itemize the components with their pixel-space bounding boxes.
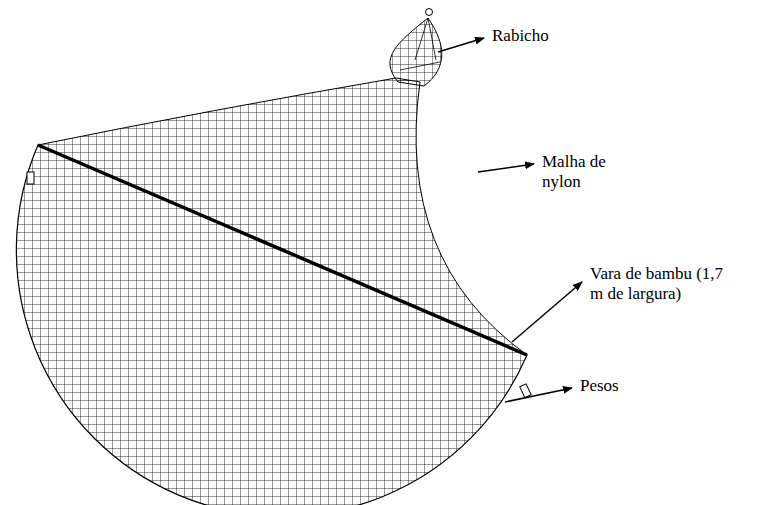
part-label: Malha de nylon — [542, 152, 630, 192]
leader-arrow — [512, 282, 582, 342]
weight — [27, 172, 34, 184]
rabicho-ring — [426, 9, 433, 16]
leader-arrow — [438, 38, 484, 52]
part-label: Vara de bambu (1,7 m de largura) — [590, 264, 740, 304]
bamboo-pole — [38, 145, 527, 355]
weight — [520, 384, 531, 398]
net-lower — [16, 145, 527, 505]
part-label: Rabicho — [492, 26, 549, 46]
leader-arrow — [505, 388, 572, 402]
rabicho-shape — [390, 18, 442, 86]
part-label: Pesos — [580, 376, 619, 396]
leader-arrow — [478, 164, 534, 172]
rabicho-cords — [400, 18, 440, 70]
